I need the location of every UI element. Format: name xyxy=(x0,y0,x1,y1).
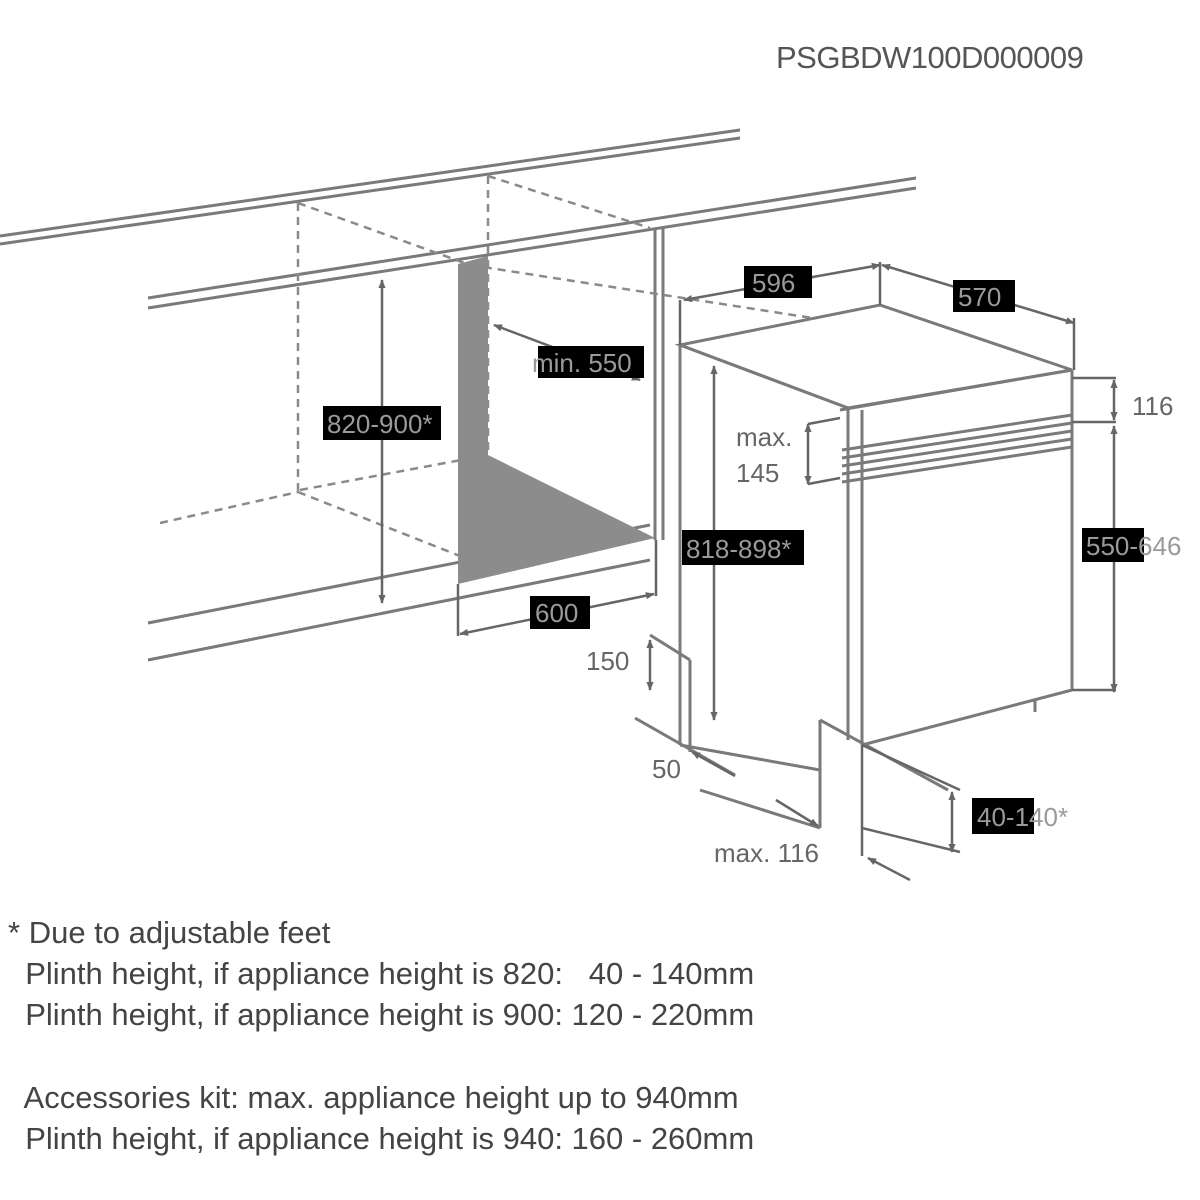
door-height-label: 550-646 xyxy=(1086,531,1181,561)
plinth-max-label: max. 116 xyxy=(714,838,819,868)
panel-max-value: 145 xyxy=(736,458,779,488)
panel-max-label: max. xyxy=(736,422,792,452)
footnote-star: * xyxy=(8,915,21,950)
niche-dimension-lines xyxy=(378,279,658,636)
niche-height-label: 820-900* xyxy=(327,409,433,439)
footnotes: * Due to adjustable feet Plinth height, … xyxy=(8,912,1188,1159)
kitchen-cabinet-outline xyxy=(0,128,917,662)
hidden-lines xyxy=(159,174,891,558)
document-code: PSGBDW100D000009 xyxy=(776,40,1084,75)
plinth-150-label: 150 xyxy=(586,646,629,676)
niche-side-panel xyxy=(458,256,655,584)
worktop-gap-label: 116 xyxy=(1132,391,1173,421)
footnote-line-1: * Due to adjustable feet xyxy=(8,915,331,950)
niche-depth-label: min. 550 xyxy=(532,348,632,378)
plinth-height-label: 40-140* xyxy=(977,802,1068,832)
footnote-line-4: Accessories kit: max. appliance height u… xyxy=(23,1080,739,1115)
footnote-line-2: Plinth height, if appliance height is 82… xyxy=(25,956,755,991)
niche-width-label: 600 xyxy=(535,598,578,628)
appliance-depth-label: 570 xyxy=(958,282,1001,312)
plinth-50-label: 50 xyxy=(652,754,681,784)
appliance-width-label: 596 xyxy=(752,268,795,298)
footnote-line-5: Plinth height, if appliance height is 94… xyxy=(25,1121,755,1156)
footnote-line-3: Plinth height, if appliance height is 90… xyxy=(25,997,755,1032)
appliance-height-label: 818-898* xyxy=(686,534,792,564)
dishwasher-outline xyxy=(634,303,1074,830)
installation-diagram: 820-900* min. 550 600 596 570 116 max. 1… xyxy=(0,128,1181,882)
